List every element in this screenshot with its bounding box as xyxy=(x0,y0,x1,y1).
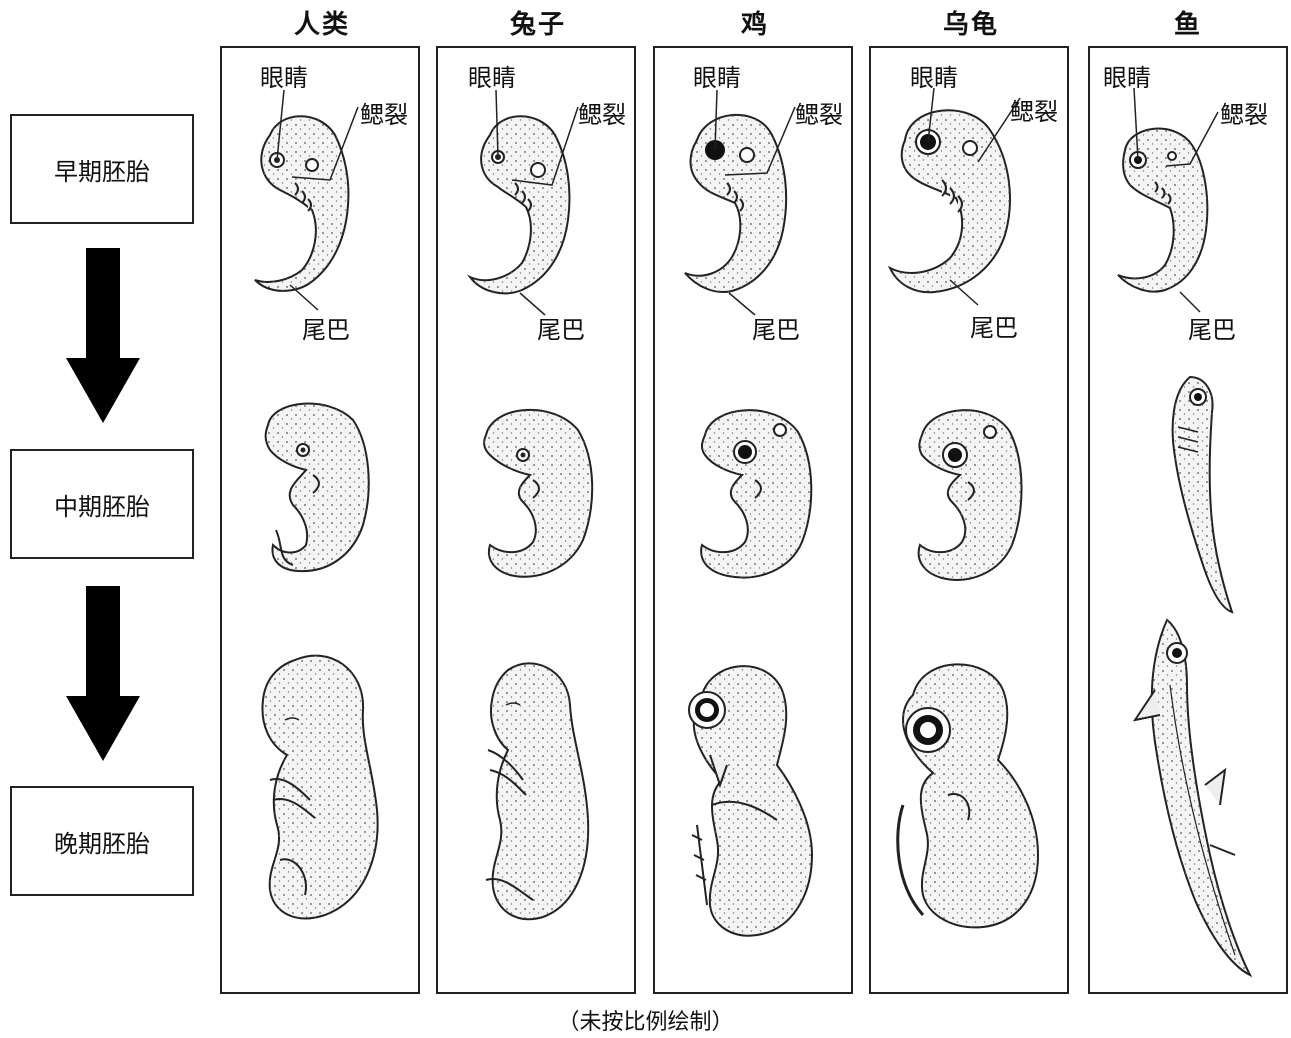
label-gill-slit: 鳃裂 xyxy=(1220,95,1268,130)
early-embryo-fish xyxy=(1110,120,1230,305)
stage-early-box: 早期胚胎 xyxy=(10,114,194,224)
late-embryo-fish xyxy=(1125,615,1255,985)
column-title-turtle: 乌龟 xyxy=(869,4,1073,41)
label-gill-slit: 鳃裂 xyxy=(1010,92,1058,127)
label-tail: 尾巴 xyxy=(537,310,585,345)
label-gill-slit: 鳃裂 xyxy=(795,95,843,130)
down-arrow-icon xyxy=(66,586,140,761)
label-gill-slit: 鳃裂 xyxy=(578,95,626,130)
stage-middle-box: 中期胚胎 xyxy=(10,449,194,559)
early-embryo-chicken xyxy=(677,105,807,305)
label-tail: 尾巴 xyxy=(752,310,800,345)
label-eye: 眼睛 xyxy=(693,58,741,93)
stage-late-box: 晚期胚胎 xyxy=(10,786,194,896)
down-arrow-icon xyxy=(66,248,140,423)
early-embryo-rabbit xyxy=(460,105,590,305)
label-tail: 尾巴 xyxy=(302,310,350,345)
middle-embryo-human xyxy=(258,395,378,575)
label-tail: 尾巴 xyxy=(1188,310,1236,345)
middle-embryo-chicken xyxy=(690,400,820,580)
column-title-rabbit: 兔子 xyxy=(436,4,640,41)
middle-embryo-fish xyxy=(1160,372,1250,622)
column-title-human: 人类 xyxy=(220,4,424,41)
footnote: （未按比例绘制） xyxy=(0,1004,1291,1036)
late-embryo-chicken xyxy=(682,655,822,945)
label-gill-slit: 鳃裂 xyxy=(360,95,408,130)
late-embryo-turtle xyxy=(888,655,1048,935)
late-embryo-rabbit xyxy=(478,655,598,925)
column-title-fish: 鱼 xyxy=(1086,4,1290,41)
stage-early-label: 早期胚胎 xyxy=(54,152,150,187)
middle-embryo-turtle xyxy=(910,400,1030,585)
label-tail: 尾巴 xyxy=(970,308,1018,343)
early-embryo-turtle xyxy=(890,100,1030,300)
label-eye: 眼睛 xyxy=(468,58,516,93)
stage-late-label: 晚期胚胎 xyxy=(54,824,150,859)
label-eye: 眼睛 xyxy=(260,58,308,93)
middle-embryo-rabbit xyxy=(478,400,598,580)
label-eye: 眼睛 xyxy=(1103,58,1151,93)
stage-middle-label: 中期胚胎 xyxy=(54,487,150,522)
late-embryo-human xyxy=(255,650,385,930)
column-title-chicken: 鸡 xyxy=(653,4,857,41)
label-eye: 眼睛 xyxy=(910,58,958,93)
early-embryo-human xyxy=(240,105,370,305)
